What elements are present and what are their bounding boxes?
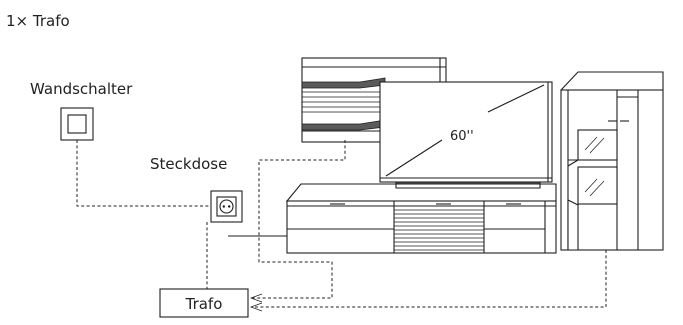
wire-vitrine-to-trafo [251,250,607,308]
transformer-label: Trafo [185,295,223,313]
square-switch-icon [60,107,94,141]
transformer-box: Trafo [159,288,249,318]
television: 60'' [379,81,553,189]
socket-outlet-icon [210,190,243,223]
vitrine-cabinet [560,71,664,251]
arrow-shelf [249,293,263,303]
sideboard [285,183,557,254]
quantity-label: 1× Trafo [6,12,70,30]
wire-switch-to-socket [76,140,211,207]
wire-shelf-to-trafo [251,140,346,299]
tv-size-label: 60'' [450,129,474,144]
arrow-vitrine [249,302,263,312]
wall-switch-label: Wandschalter [30,80,133,98]
wire-socket-to-trafo [160,222,208,291]
socket-label: Steckdose [150,155,227,173]
